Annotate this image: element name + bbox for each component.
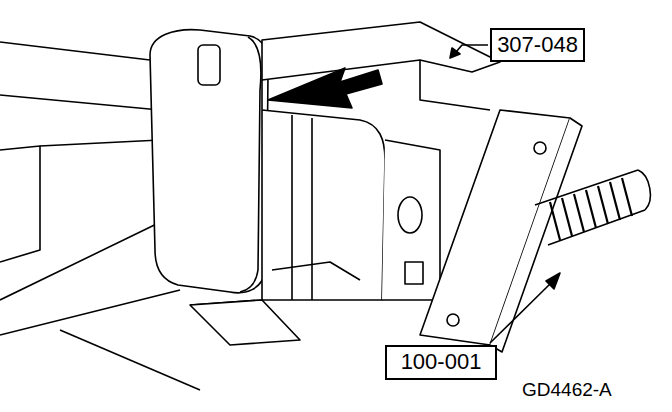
shaft-line [0,290,180,335]
bearing-line [292,115,312,300]
bearing-line [272,262,360,280]
shaft-line [60,330,200,390]
tool-arm [382,140,440,300]
figure-code: GD4462-A [522,380,612,401]
leader-arrowhead [450,48,460,58]
callout-number: 100-001 [401,350,482,374]
plate-hole [534,142,546,154]
direction-arrow [268,68,382,108]
plate-hole [447,314,459,326]
callout-number: 307-048 [497,33,578,57]
shaft-line [0,95,160,110]
ram-plate-edge [490,118,582,352]
tool-key [405,262,423,284]
tool-pin [398,197,422,233]
tool-top [262,22,500,80]
tool-front [190,80,262,305]
shaft-line [40,140,160,146]
leader-arrowhead [546,273,560,289]
tool-foot [190,300,300,345]
shaft-line [0,42,150,60]
bearing-body [262,110,385,300]
collar-slot [198,45,220,85]
collar-edge [240,37,261,292]
screw-thread [550,178,632,240]
shaft-line [0,146,40,262]
callout-box: 100-001 [385,345,497,380]
collar [150,30,269,293]
tool-side [420,60,490,110]
screw [535,170,645,245]
leader-line [490,282,552,343]
screw-end [638,170,650,210]
leader-line [456,45,488,52]
shaft-line [0,215,175,300]
callout-box: 307-048 [490,28,585,62]
ram-plate [420,110,570,345]
